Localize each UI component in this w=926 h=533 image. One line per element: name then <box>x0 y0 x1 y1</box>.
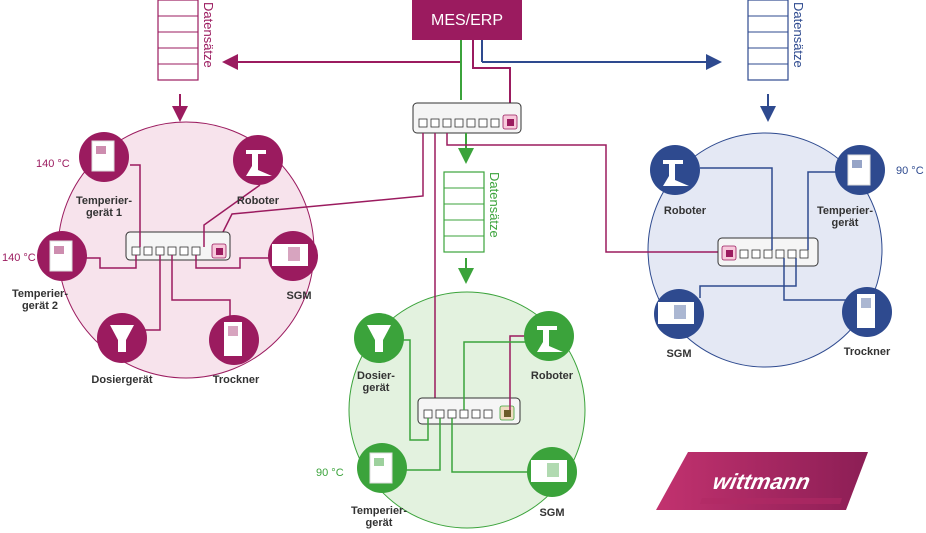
left-sgm-icon <box>268 231 318 281</box>
left-temper-2-icon <box>37 231 87 281</box>
right-datasets-stack: Datensätze <box>747 0 806 81</box>
left-robot-label: Roboter <box>237 195 280 207</box>
central-switch <box>412 102 522 134</box>
mes-erp-label: MES/ERP <box>431 12 503 29</box>
right-sgm-label: SGM <box>666 348 691 360</box>
right-temper-label-line2: gerät <box>832 217 859 229</box>
right-temper-label-line1: Temperier- <box>817 205 873 217</box>
left-temper-1-label-line2: gerät 1 <box>86 207 122 219</box>
center-datasets-stack: Datensätze <box>443 171 502 253</box>
left-dryer-icon <box>209 315 259 365</box>
right-temper-icon <box>835 145 885 195</box>
wittmann-logo-text: wittmann <box>711 469 813 494</box>
right-cell-switch <box>717 237 819 267</box>
center-temperature: 90 °C <box>316 467 344 479</box>
right-datasets-label: Datensätze <box>791 2 806 68</box>
center-temper-icon <box>357 443 407 493</box>
center-temper-label-line1: Temperier- <box>351 505 407 517</box>
center-dosing-label-line1: Dosier- <box>357 370 395 382</box>
right-dryer-label: Trockner <box>844 346 891 358</box>
left-dosing-label: Dosiergerät <box>91 374 152 386</box>
center-robot-icon <box>524 311 574 361</box>
mes-erp-box: MES/ERP <box>412 0 522 40</box>
left-temperature-2: 140 °C <box>2 252 36 264</box>
left-dryer-label: Trockner <box>213 374 260 386</box>
center-sgm-icon <box>527 447 577 497</box>
left-sgm-label: SGM <box>286 290 311 302</box>
center-robot-label: Roboter <box>531 370 574 382</box>
left-robot-icon <box>233 135 283 185</box>
right-dryer-icon <box>842 287 892 337</box>
left-cell-switch <box>125 231 231 261</box>
left-temper-2-label-line2: gerät 2 <box>22 300 58 312</box>
center-datasets-label: Datensätze <box>487 172 502 238</box>
left-datasets-stack: Datensätze <box>157 0 216 81</box>
center-cell-switch <box>417 397 521 425</box>
right-temperature: 90 °C <box>896 165 924 177</box>
right-robot-label: Roboter <box>664 205 707 217</box>
center-sgm-label: SGM <box>539 507 564 519</box>
right-sgm-icon <box>654 289 704 339</box>
center-temper-label-line2: gerät <box>366 517 393 529</box>
left-temperature-1: 140 °C <box>36 158 70 170</box>
right-robot-icon <box>650 145 700 195</box>
left-temper-2-label-line1: Temperier- <box>12 288 68 300</box>
center-dosing-label-line2: gerät <box>363 382 390 394</box>
center-dosing-icon <box>354 313 404 363</box>
left-datasets-label: Datensätze <box>201 2 216 68</box>
left-temper-1-icon <box>79 132 129 182</box>
left-temper-1-label-line1: Temperier- <box>76 195 132 207</box>
wittmann-logo: wittmann <box>656 452 868 510</box>
left-dosing-icon <box>97 313 147 363</box>
